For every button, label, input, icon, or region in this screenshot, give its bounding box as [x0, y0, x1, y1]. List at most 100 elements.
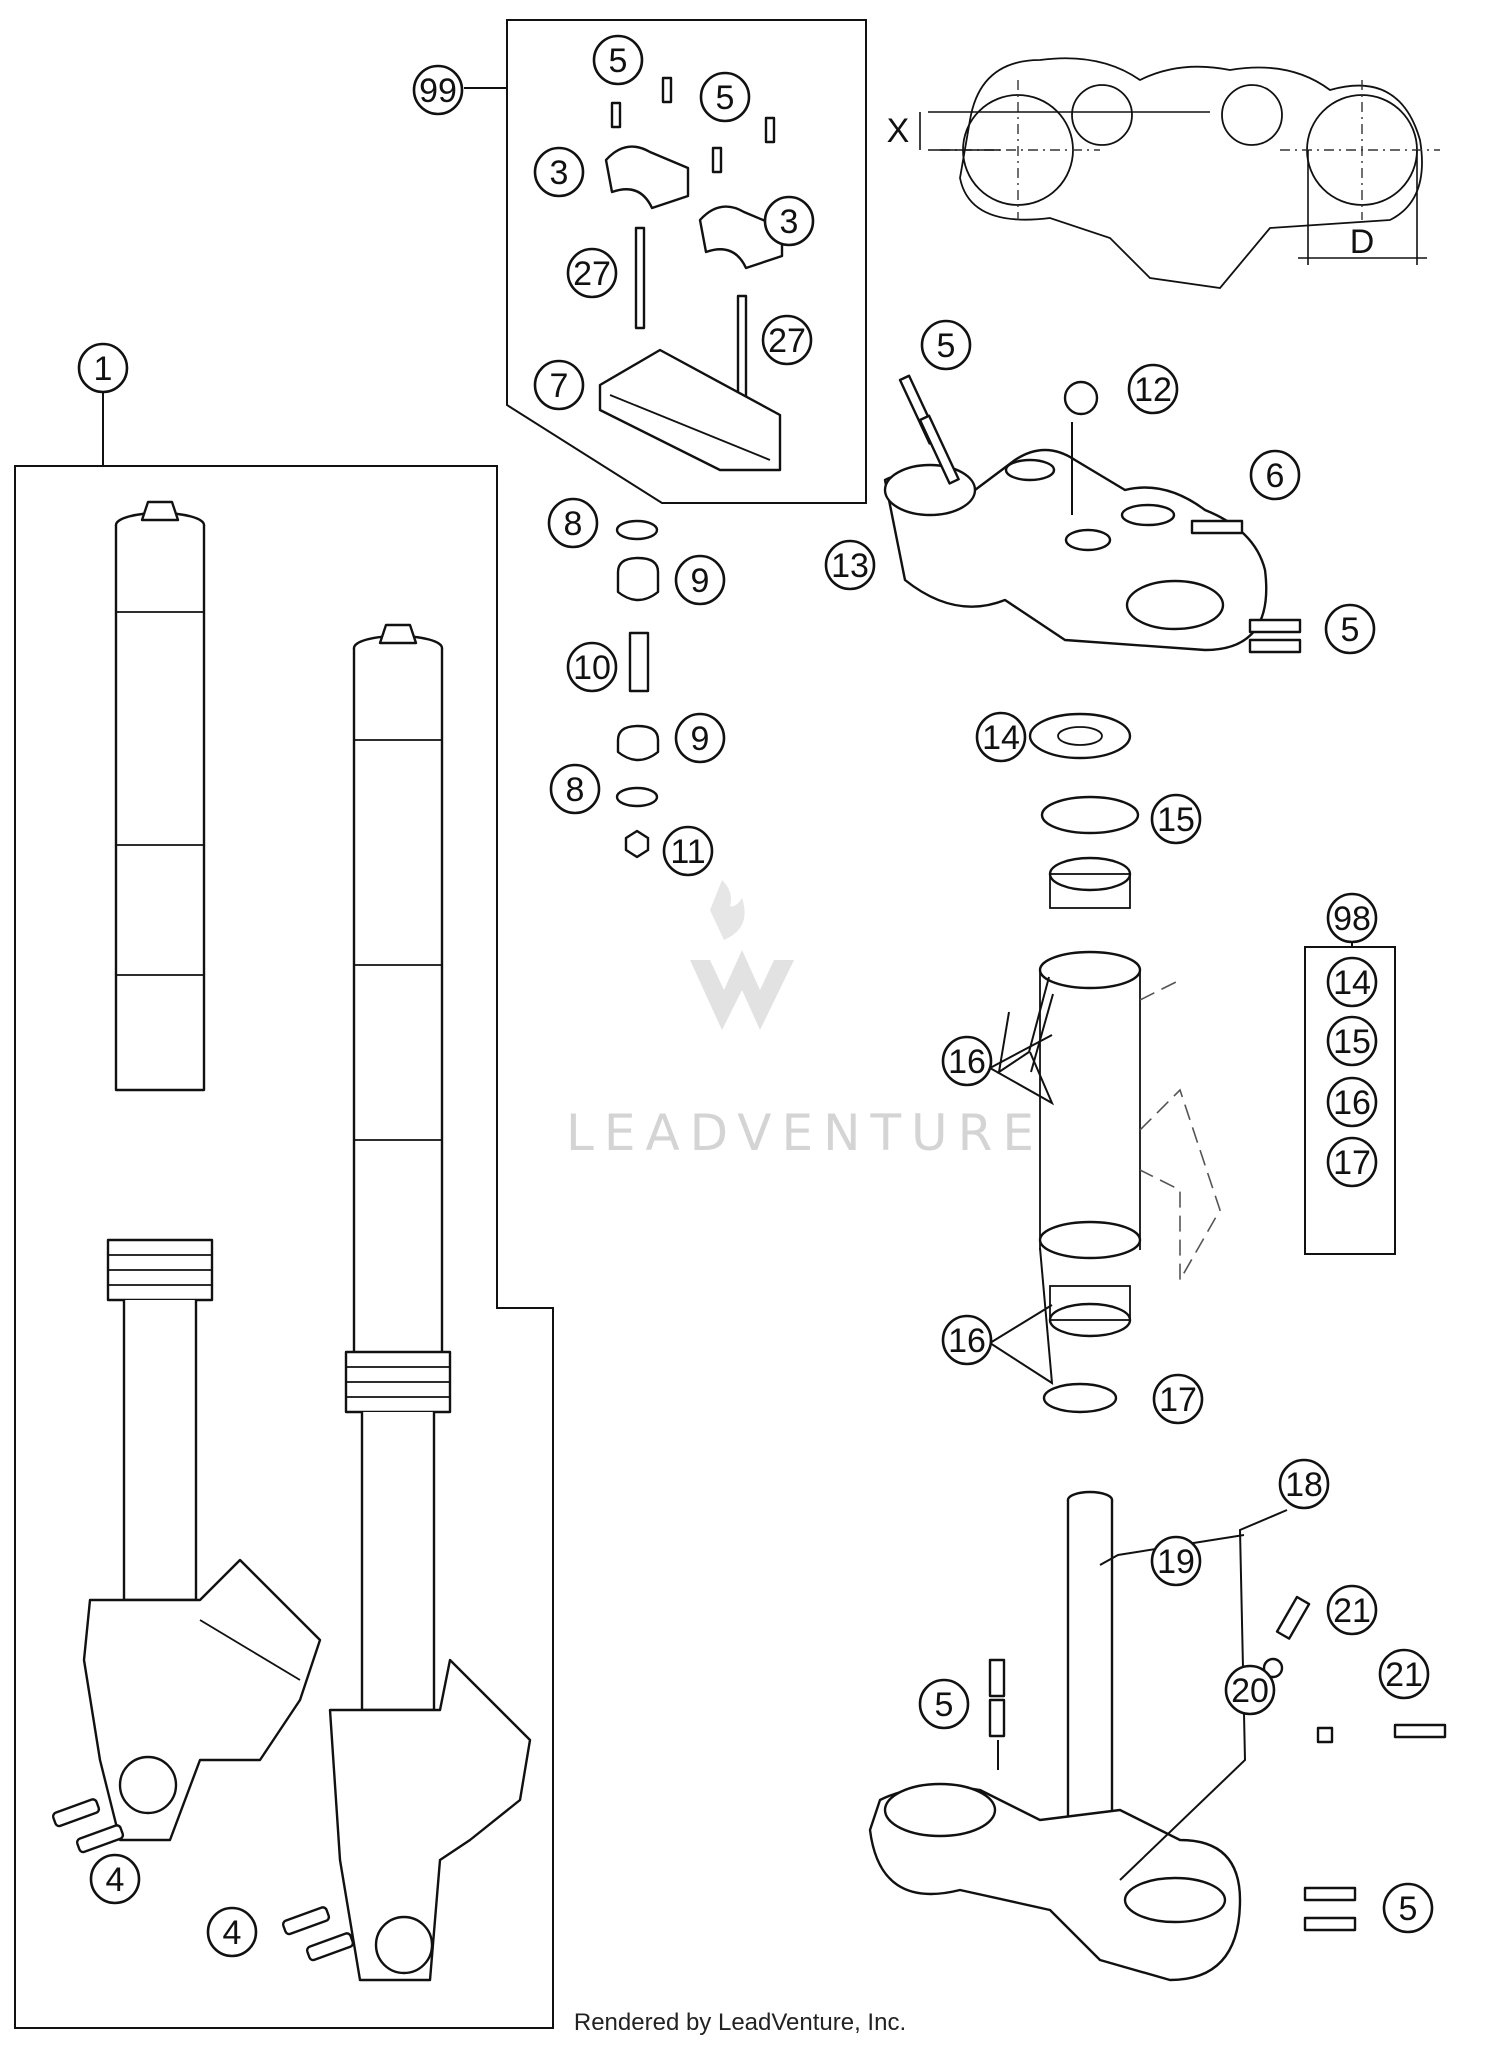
callout-number: 8: [566, 771, 585, 809]
callout-circle: [547, 497, 599, 549]
dimension-x-label: X: [887, 112, 910, 150]
callout-7: 7: [533, 359, 585, 411]
callout-number: 11: [670, 833, 705, 871]
callout-circle: [77, 342, 129, 394]
axle-clamp-bolts-right: [281, 1906, 355, 1962]
callout-number: 10: [573, 649, 611, 687]
callout-circle: [1326, 892, 1378, 944]
watermark-text: LEADVENTURE: [566, 1104, 1044, 1162]
callout-number: 8: [564, 505, 583, 543]
callout-number: 16: [948, 1322, 986, 1360]
callout-21: 21: [1326, 1584, 1378, 1636]
callout-circle: [1152, 1373, 1204, 1425]
callout-circle: [1378, 1648, 1430, 1700]
callout-9: 9: [674, 554, 726, 606]
callout-20: 20: [1224, 1664, 1276, 1716]
callout-circle: [1326, 956, 1378, 1008]
callout-number: 21: [1333, 1592, 1371, 1630]
callout-13: 13: [824, 539, 876, 591]
dimension-d-label: D: [1350, 223, 1375, 261]
callout-number: 3: [550, 154, 569, 192]
render-credit: Rendered by LeadVenture, Inc.: [574, 2009, 906, 2036]
leader-lines: [102, 87, 1353, 1881]
callout-8: 8: [547, 497, 599, 549]
callout-number: 16: [948, 1043, 986, 1081]
callout-14: 14: [975, 711, 1027, 763]
steering-bearings: [1028, 712, 1221, 1414]
callout-98: 98: [1326, 892, 1378, 944]
callout-number: 98: [1333, 900, 1371, 938]
callout-circle: [1150, 793, 1202, 845]
callout-number: 5: [609, 42, 628, 80]
callout-99: 99: [412, 64, 464, 116]
callout-circle: [763, 195, 815, 247]
callout-17: 17: [1152, 1373, 1204, 1425]
fork-assembly-outline: [14, 465, 554, 2029]
callout-17: 17: [1326, 1136, 1378, 1188]
callout-5: 5: [918, 1678, 970, 1730]
callout-circle: [592, 34, 644, 86]
callout-number: 7: [550, 367, 569, 405]
callout-circle: [412, 64, 464, 116]
callout-number: 14: [1333, 964, 1371, 1002]
callout-27: 27: [761, 314, 813, 366]
callout-circle: [1127, 363, 1179, 415]
callout-number: 4: [223, 1914, 242, 1952]
callout-number: 17: [1159, 1381, 1197, 1419]
upper-triple-clamp: [883, 374, 1302, 654]
callout-number: 5: [716, 79, 735, 117]
bearing-kit-outline: [1304, 946, 1396, 1255]
watermark-logo-mark: [690, 950, 794, 1030]
callout-5: 5: [699, 71, 751, 123]
callout-19: 19: [1150, 1535, 1202, 1587]
callout-number: 15: [1333, 1023, 1371, 1061]
callout-21: 21: [1378, 1648, 1430, 1700]
callout-9: 9: [674, 712, 726, 764]
callout-14: 14: [1326, 956, 1378, 1008]
callout-1: 1: [77, 342, 129, 394]
left-fork-leg: [82, 500, 322, 1842]
callout-3: 3: [533, 146, 585, 198]
callout-16: 16: [941, 1314, 993, 1366]
callout-number: 14: [982, 719, 1020, 757]
callout-circle: [1326, 1584, 1378, 1636]
callout-circle: [1326, 1136, 1378, 1188]
callout-circle: [918, 1678, 970, 1730]
callout-circle: [975, 711, 1027, 763]
callout-11: 11: [662, 825, 714, 877]
top-clamp-plan-view: X D: [887, 57, 1440, 289]
callout-4: 4: [89, 1853, 141, 1905]
callout-number: 17: [1333, 1144, 1371, 1182]
callout-8: 8: [549, 763, 601, 815]
callout-number: 15: [1157, 801, 1195, 839]
callout-6: 6: [1249, 449, 1301, 501]
callout-circle: [941, 1035, 993, 1087]
callout-15: 15: [1150, 793, 1202, 845]
callout-number: 9: [691, 562, 710, 600]
callout-number: 5: [1399, 1890, 1418, 1928]
callout-circle: [1249, 449, 1301, 501]
callout-5: 5: [592, 34, 644, 86]
callout-number: 99: [419, 72, 457, 110]
callout-circle: [761, 314, 813, 366]
callout-circle: [662, 825, 714, 877]
callout-circle: [824, 539, 876, 591]
leadventure-watermark: LEADVENTURE: [566, 880, 1044, 1162]
callout-16: 16: [1326, 1076, 1378, 1128]
callout-circle: [566, 641, 618, 693]
callout-number: 18: [1285, 1466, 1323, 1504]
callout-circle: [1224, 1664, 1276, 1716]
damper-small-parts: [615, 519, 660, 859]
callout-number: 1: [94, 350, 113, 388]
callout-number: 6: [1266, 457, 1285, 495]
callout-circle: [920, 319, 972, 371]
callout-number: 5: [937, 327, 956, 365]
callout-27: 27: [566, 247, 618, 299]
callout-number: 3: [780, 203, 799, 241]
callout-number: 9: [691, 720, 710, 758]
handlebar-clamp-kit-outline: [506, 19, 867, 504]
callout-circle: [1278, 1458, 1330, 1510]
callout-5: 5: [920, 319, 972, 371]
callout-4: 4: [206, 1906, 258, 1958]
callout-number: 5: [1341, 611, 1360, 649]
